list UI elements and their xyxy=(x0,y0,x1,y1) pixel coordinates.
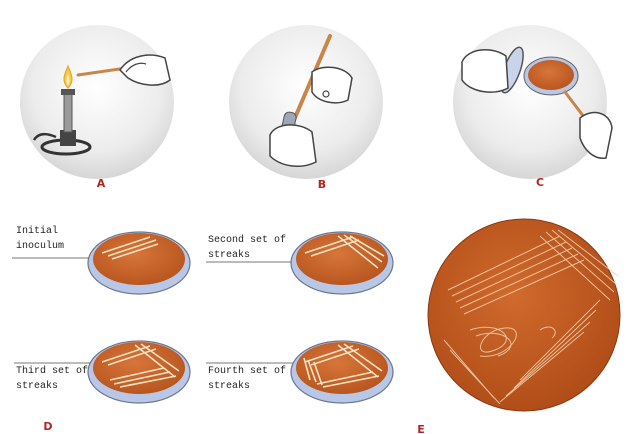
upper-hand-icon xyxy=(312,67,352,103)
step-a-illustration: A xyxy=(20,25,174,190)
caption-line-1: Initial xyxy=(16,225,58,237)
panel-d: Initial inoculum Second set of streaks T… xyxy=(12,225,393,433)
step-b-illustration: B xyxy=(229,25,383,191)
step-c-circle xyxy=(453,25,607,179)
dish-second-streaks: Second set of streaks xyxy=(206,232,393,294)
step-a-label: A xyxy=(97,177,106,190)
step-b-label: B xyxy=(318,178,326,191)
dish-fourth-streaks: Fourth set of streaks xyxy=(206,341,393,403)
panel-d-label: D xyxy=(43,420,52,433)
caption-line-2: streaks xyxy=(208,380,250,392)
panel-e-label: E xyxy=(417,423,425,434)
caption-line-2: streaks xyxy=(16,380,58,392)
step-c-illustration: C xyxy=(453,25,612,189)
step-c-label: C xyxy=(536,176,544,189)
dish-initial-inoculum: Initial inoculum xyxy=(12,225,190,294)
step-a-circle xyxy=(20,25,174,179)
caption-line-2: streaks xyxy=(208,249,250,261)
caption-line-1: Second set of xyxy=(208,234,286,246)
caption-line-2: inoculum xyxy=(16,240,64,252)
agar-plate-icon xyxy=(524,57,578,95)
caption-line-1: Third set of xyxy=(16,365,88,377)
panel-e: E xyxy=(417,219,620,434)
left-hand-icon xyxy=(462,50,508,92)
lower-hand-icon xyxy=(270,125,316,166)
caption-line-1: Fourth set of xyxy=(208,365,286,377)
dish-third-streaks: Third set of streaks xyxy=(14,341,190,403)
